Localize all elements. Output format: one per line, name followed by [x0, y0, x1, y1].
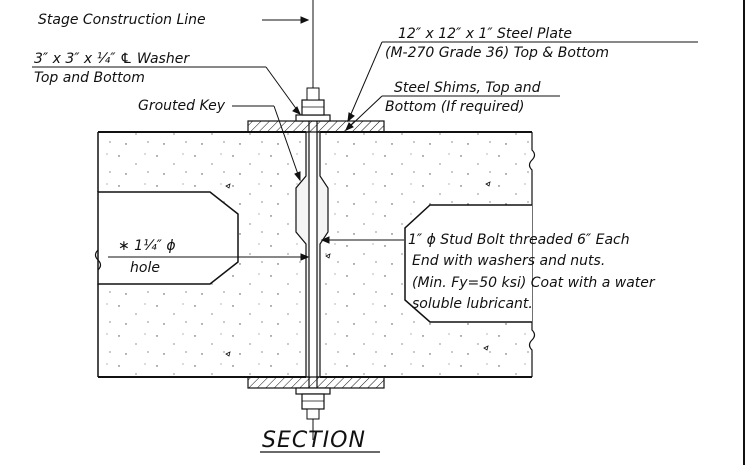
top-nut — [301, 99, 325, 116]
bottom-bolt-end — [306, 408, 320, 420]
break-mark-left — [94, 249, 102, 271]
label-grouted-key: Grouted Key — [138, 98, 226, 114]
bottom-washer — [295, 387, 331, 395]
label-stud-bolt-line2: End with washers and nuts. — [412, 253, 605, 269]
label-washer-line2: Top and Bottom — [34, 70, 145, 86]
top-steel-plate — [247, 120, 385, 133]
top-washer — [295, 114, 331, 122]
leader-lines — [32, 16, 698, 261]
bottom-nut — [301, 393, 325, 410]
label-hole-word: hole — [130, 260, 160, 276]
label-stud-bolt-line3: (Min. Fy=50 ksi) Coat with a water — [412, 275, 656, 291]
label-stud-bolt-line1: 1″ ϕ Stud Bolt threaded 6″ Each — [408, 232, 630, 248]
label-steel-plate-line2: (M-270 Grade 36) Top & Bottom — [385, 45, 609, 61]
label-hole-size: ∗ 1¼″ ϕ — [118, 238, 176, 254]
top-bolt-end — [306, 87, 320, 101]
bottom-steel-plate — [247, 376, 385, 389]
label-stage-construction-line: Stage Construction Line — [38, 12, 206, 28]
label-washer-line1: 3″ x 3″ x ¼″ ℄ Washer — [34, 51, 190, 67]
section-title: SECTION — [262, 428, 366, 453]
label-shims-line1: Steel Shims, Top and — [394, 80, 541, 96]
stud-bolt — [308, 95, 318, 417]
label-steel-plate-line1: 12″ x 12″ x 1″ Steel Plate — [398, 26, 572, 42]
slab-left — [97, 131, 306, 378]
label-stud-bolt-line4: soluble lubricant. — [412, 296, 533, 312]
label-shims-line2: Bottom (If required) — [385, 99, 525, 115]
